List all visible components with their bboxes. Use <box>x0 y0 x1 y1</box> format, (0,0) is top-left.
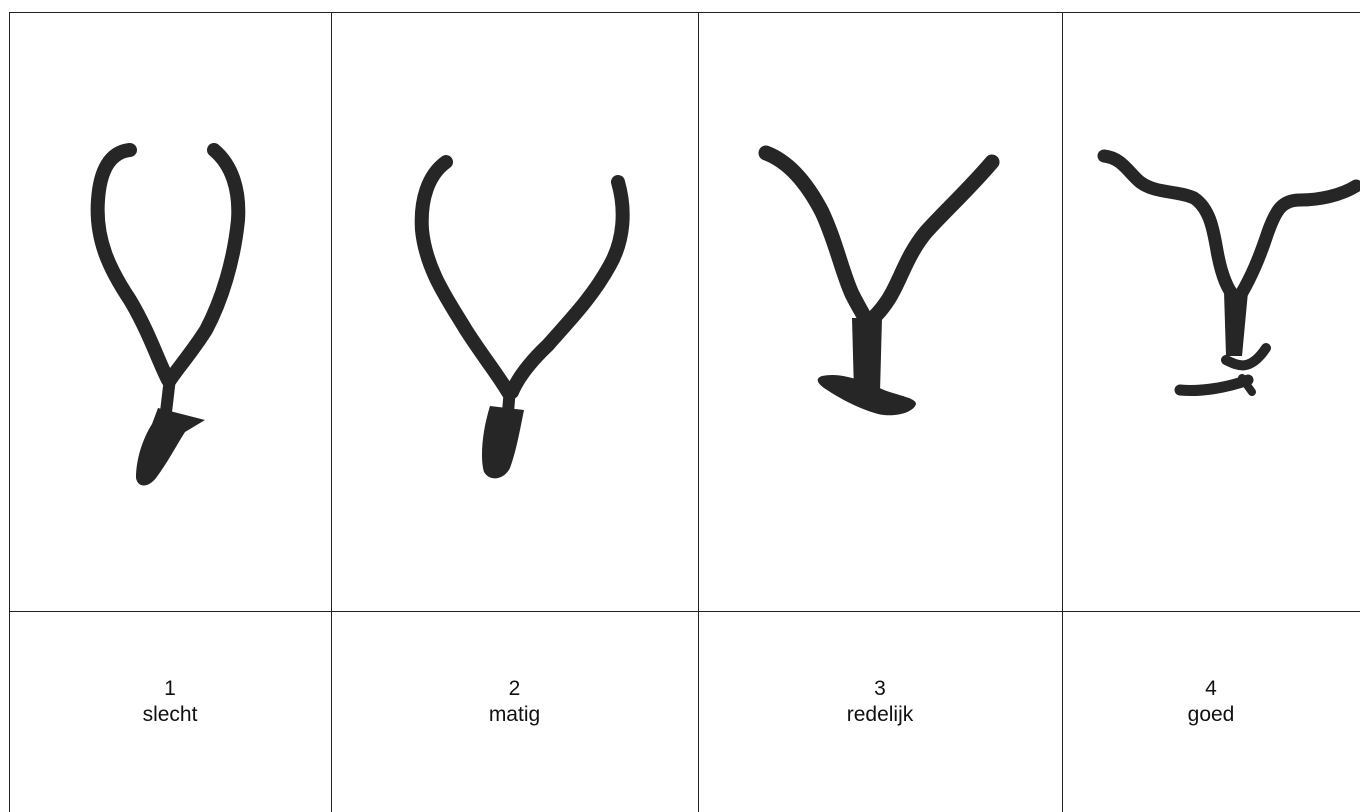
column-label-4: 4 goed <box>1062 676 1360 728</box>
rating-text: goed <box>1062 702 1360 728</box>
column-label-1: 1 slecht <box>9 676 331 728</box>
rating-number: 2 <box>331 676 698 702</box>
rating-text: redelijk <box>698 702 1062 728</box>
rating-text: slecht <box>9 702 331 728</box>
rating-text: matig <box>331 702 698 728</box>
rating-number: 4 <box>1062 676 1360 702</box>
column-label-3: 3 redelijk <box>698 676 1062 728</box>
rating-number: 1 <box>9 676 331 702</box>
column-label-2: 2 matig <box>331 676 698 728</box>
rating-number: 3 <box>698 676 1062 702</box>
figure-goed <box>0 0 1360 784</box>
